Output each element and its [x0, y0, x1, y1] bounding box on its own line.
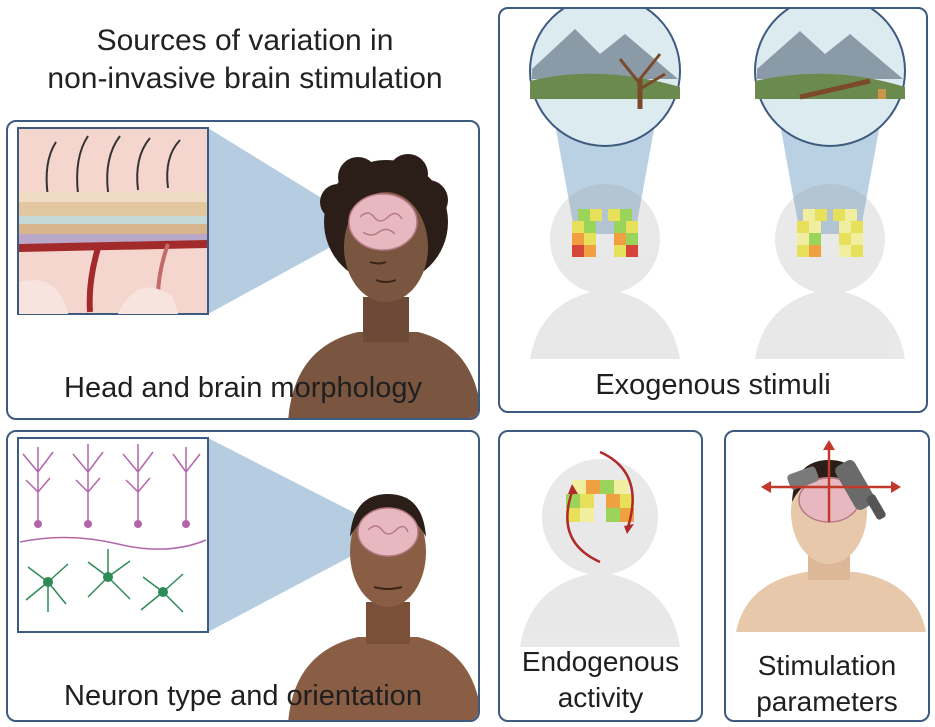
panel-head-brain-morphology: Head and brain morphology [6, 120, 480, 420]
brain-icon [357, 507, 419, 557]
parameters-label-line-2: parameters [756, 686, 898, 717]
title-line-1: Sources of variation in [96, 24, 394, 57]
title-line-2: non-invasive brain stimulation [47, 62, 443, 95]
head-medium-skin [288, 494, 478, 720]
endogenous-label-line-2: activity [557, 682, 644, 713]
zoom-cone-icon [208, 128, 358, 314]
parameters-label-line-1: Stimulation [757, 650, 897, 681]
stellate-neurons [25, 549, 184, 613]
parameters-illustration [736, 440, 926, 632]
endogenous-illustration [520, 450, 680, 647]
morphology-label: Head and brain morphology [64, 372, 422, 404]
neuron-network-icon [17, 437, 209, 633]
rotation-arrow-icon [599, 450, 634, 528]
panel-endogenous-activity: Endogenous activity [498, 430, 703, 722]
panel-neuron-type-orientation: Neuron type and orientation [6, 430, 480, 722]
brain-heatmap-icon [797, 209, 863, 257]
pyramidal-neurons [19, 444, 207, 550]
hair-strands [45, 135, 181, 198]
brain-heatmap-icon [572, 209, 638, 257]
exogenous-illustration [529, 9, 906, 359]
panel-exogenous-stimuli: Exogenous stimuli [498, 7, 928, 413]
head-dark-skin [288, 154, 478, 418]
panel-stimulation-parameters: Stimulation parameters [724, 430, 930, 722]
direction-arrows [771, 447, 891, 522]
morphology-illustration [17, 127, 478, 418]
neuron-label: Neuron type and orientation [64, 680, 422, 712]
brain-icon [348, 193, 418, 251]
neuron-illustration [17, 437, 478, 720]
figure-title: Sources of variation in non-invasive bra… [0, 22, 490, 98]
endogenous-label-line-1: Endogenous [521, 646, 680, 677]
zoom-cone-icon [208, 438, 378, 632]
endogenous-label: Endogenous activity [500, 644, 701, 716]
parameters-label: Stimulation parameters [726, 648, 928, 720]
tms-coil-icon [787, 460, 886, 520]
exogenous-label: Exogenous stimuli [595, 369, 831, 401]
